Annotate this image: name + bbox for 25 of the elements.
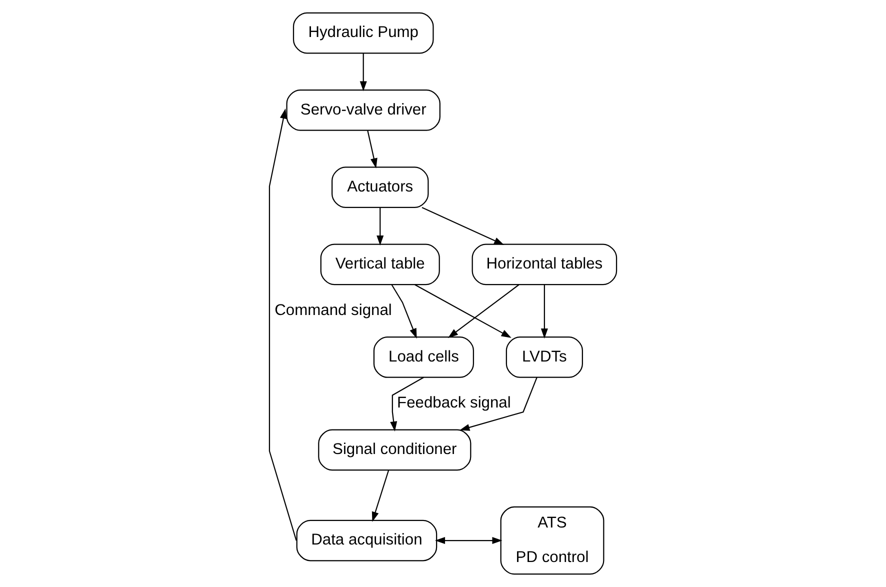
node-box: Signal conditioner bbox=[318, 429, 472, 471]
node-box: Servo-valve driver bbox=[286, 90, 440, 131]
node-box: Load cells bbox=[373, 336, 474, 378]
arrow bbox=[268, 108, 297, 541]
node-box: ATS PD control bbox=[500, 506, 604, 575]
arrow bbox=[422, 207, 504, 245]
arrow bbox=[367, 130, 378, 168]
arrow bbox=[372, 470, 390, 522]
arrow bbox=[391, 284, 417, 339]
arrow bbox=[434, 537, 502, 544]
arrow bbox=[448, 284, 520, 338]
node-box: Hydraulic Pump bbox=[292, 12, 434, 54]
node-box: Vertical table bbox=[320, 244, 440, 286]
arrow bbox=[540, 284, 548, 339]
node-box: LVDTs bbox=[506, 336, 583, 378]
arrow bbox=[460, 377, 538, 431]
node-box: Data acquisition bbox=[296, 520, 438, 562]
arrow bbox=[360, 53, 367, 92]
node-box: Actuators bbox=[332, 166, 429, 208]
arrow bbox=[414, 284, 512, 338]
node-box: Horizontal tables bbox=[472, 244, 618, 286]
arrow bbox=[376, 208, 384, 246]
edge-label: Feedback signal bbox=[397, 394, 511, 412]
arrow bbox=[390, 376, 424, 432]
edge-label: Command signal bbox=[274, 302, 392, 319]
